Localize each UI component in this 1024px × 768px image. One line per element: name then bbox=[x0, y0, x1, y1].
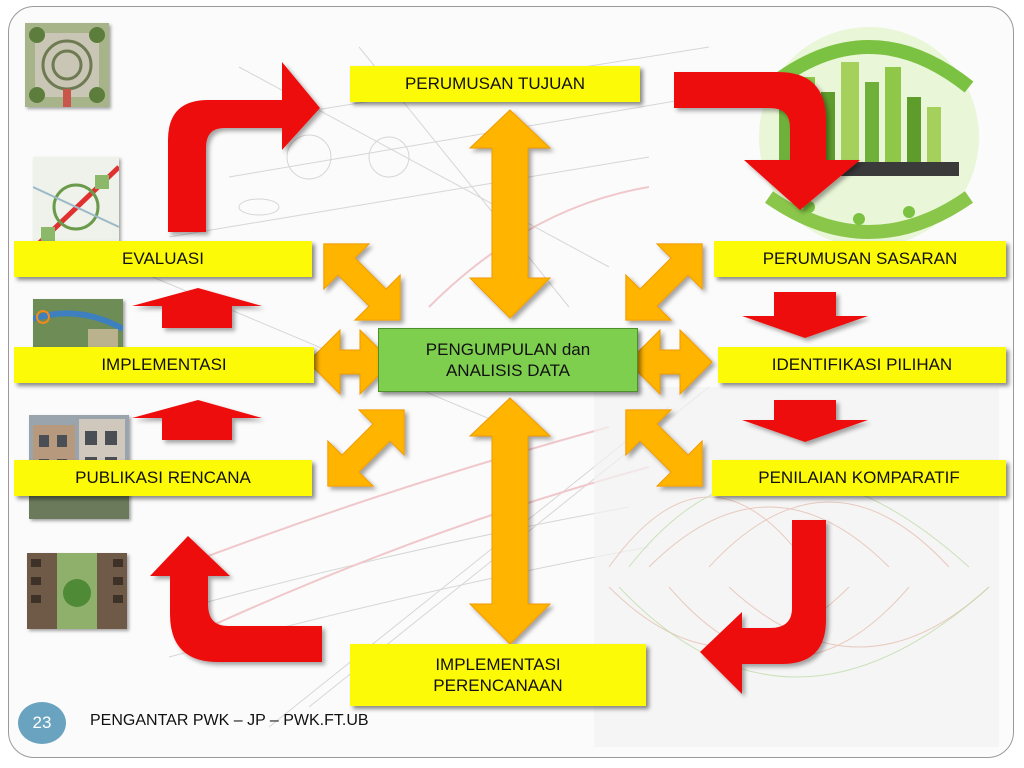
node-label: EVALUASI bbox=[122, 249, 204, 269]
footer-text: PENGANTAR PWK – JP – PWK.FT.UB bbox=[90, 712, 369, 729]
slide-number: 23 bbox=[32, 713, 52, 732]
aerial-map-thumbnail bbox=[33, 299, 123, 353]
node-identifikasi-pilihan: IDENTIFIKASI PILIHAN bbox=[718, 347, 1006, 383]
node-implementasi: IMPLEMENTASI bbox=[14, 347, 314, 383]
center-label-line1: PENGUMPULAN dan bbox=[425, 339, 591, 359]
node-label: PERUMUSAN TUJUAN bbox=[404, 74, 586, 94]
red-arrow-pilihan-to-penilaian bbox=[742, 400, 868, 442]
orange-arrow-center-evaluasi bbox=[323, 243, 401, 321]
node-label: IDENTIFIKASI PILIHAN bbox=[771, 355, 953, 375]
red-arrow-evaluasi-to-tujuan bbox=[168, 62, 320, 232]
maze-garden-thumbnail bbox=[25, 23, 109, 107]
orange-arrow-center-penilaian bbox=[625, 409, 703, 487]
red-arrow-publikasi-to-implementasi bbox=[132, 400, 262, 440]
node-label: IMPLEMENTASI bbox=[101, 355, 227, 375]
center-label-line2: ANALISIS DATA bbox=[445, 361, 571, 380]
orange-arrow-center-publikasi bbox=[327, 409, 405, 487]
node-publikasi-rencana: PUBLIKASI RENCANA bbox=[14, 460, 312, 496]
orange-arrow-center-implementasi-perencanaan bbox=[468, 397, 552, 645]
site-plan-thumbnail bbox=[33, 157, 119, 249]
node-penilaian-komparatif: PENILAIAN KOMPARATIF bbox=[712, 460, 1006, 496]
courtyard-thumbnail bbox=[27, 553, 127, 629]
node-label: PERUMUSAN SASARAN bbox=[762, 249, 958, 269]
node-label: PUBLIKASI RENCANA bbox=[75, 468, 251, 488]
red-arrow-implementasi-to-evaluasi bbox=[132, 288, 262, 328]
node-implementasi-perencanaan: IMPLEMENTASI PERENCANAAN bbox=[350, 644, 646, 706]
slide-number-badge: 23 bbox=[18, 702, 66, 744]
node-evaluasi: EVALUASI bbox=[14, 241, 312, 277]
node-perumusan-sasaran: PERUMUSAN SASARAN bbox=[714, 241, 1006, 277]
red-arrow-tujuan-to-sasaran bbox=[674, 72, 860, 210]
red-arrow-implementasi-perencanaan-to-publikasi bbox=[150, 536, 322, 662]
red-arrow-penilaian-to-implementasi-perencanaan bbox=[700, 520, 826, 694]
node-label: PENILAIAN KOMPARATIF bbox=[758, 468, 960, 488]
orange-arrow-center-sasaran bbox=[625, 243, 703, 321]
red-arrow-sasaran-to-pilihan bbox=[742, 292, 868, 338]
node-label-line2: PERENCANAAN bbox=[433, 676, 563, 695]
node-label-line1: IMPLEMENTASI bbox=[435, 654, 561, 674]
orange-arrow-center-tujuan bbox=[468, 109, 552, 319]
node-pengumpulan-analisis-data: PENGUMPULAN dan ANALISIS DATA bbox=[378, 328, 638, 392]
orange-arrow-center-pilihan bbox=[627, 328, 713, 396]
node-perumusan-tujuan: PERUMUSAN TUJUAN bbox=[350, 66, 640, 102]
